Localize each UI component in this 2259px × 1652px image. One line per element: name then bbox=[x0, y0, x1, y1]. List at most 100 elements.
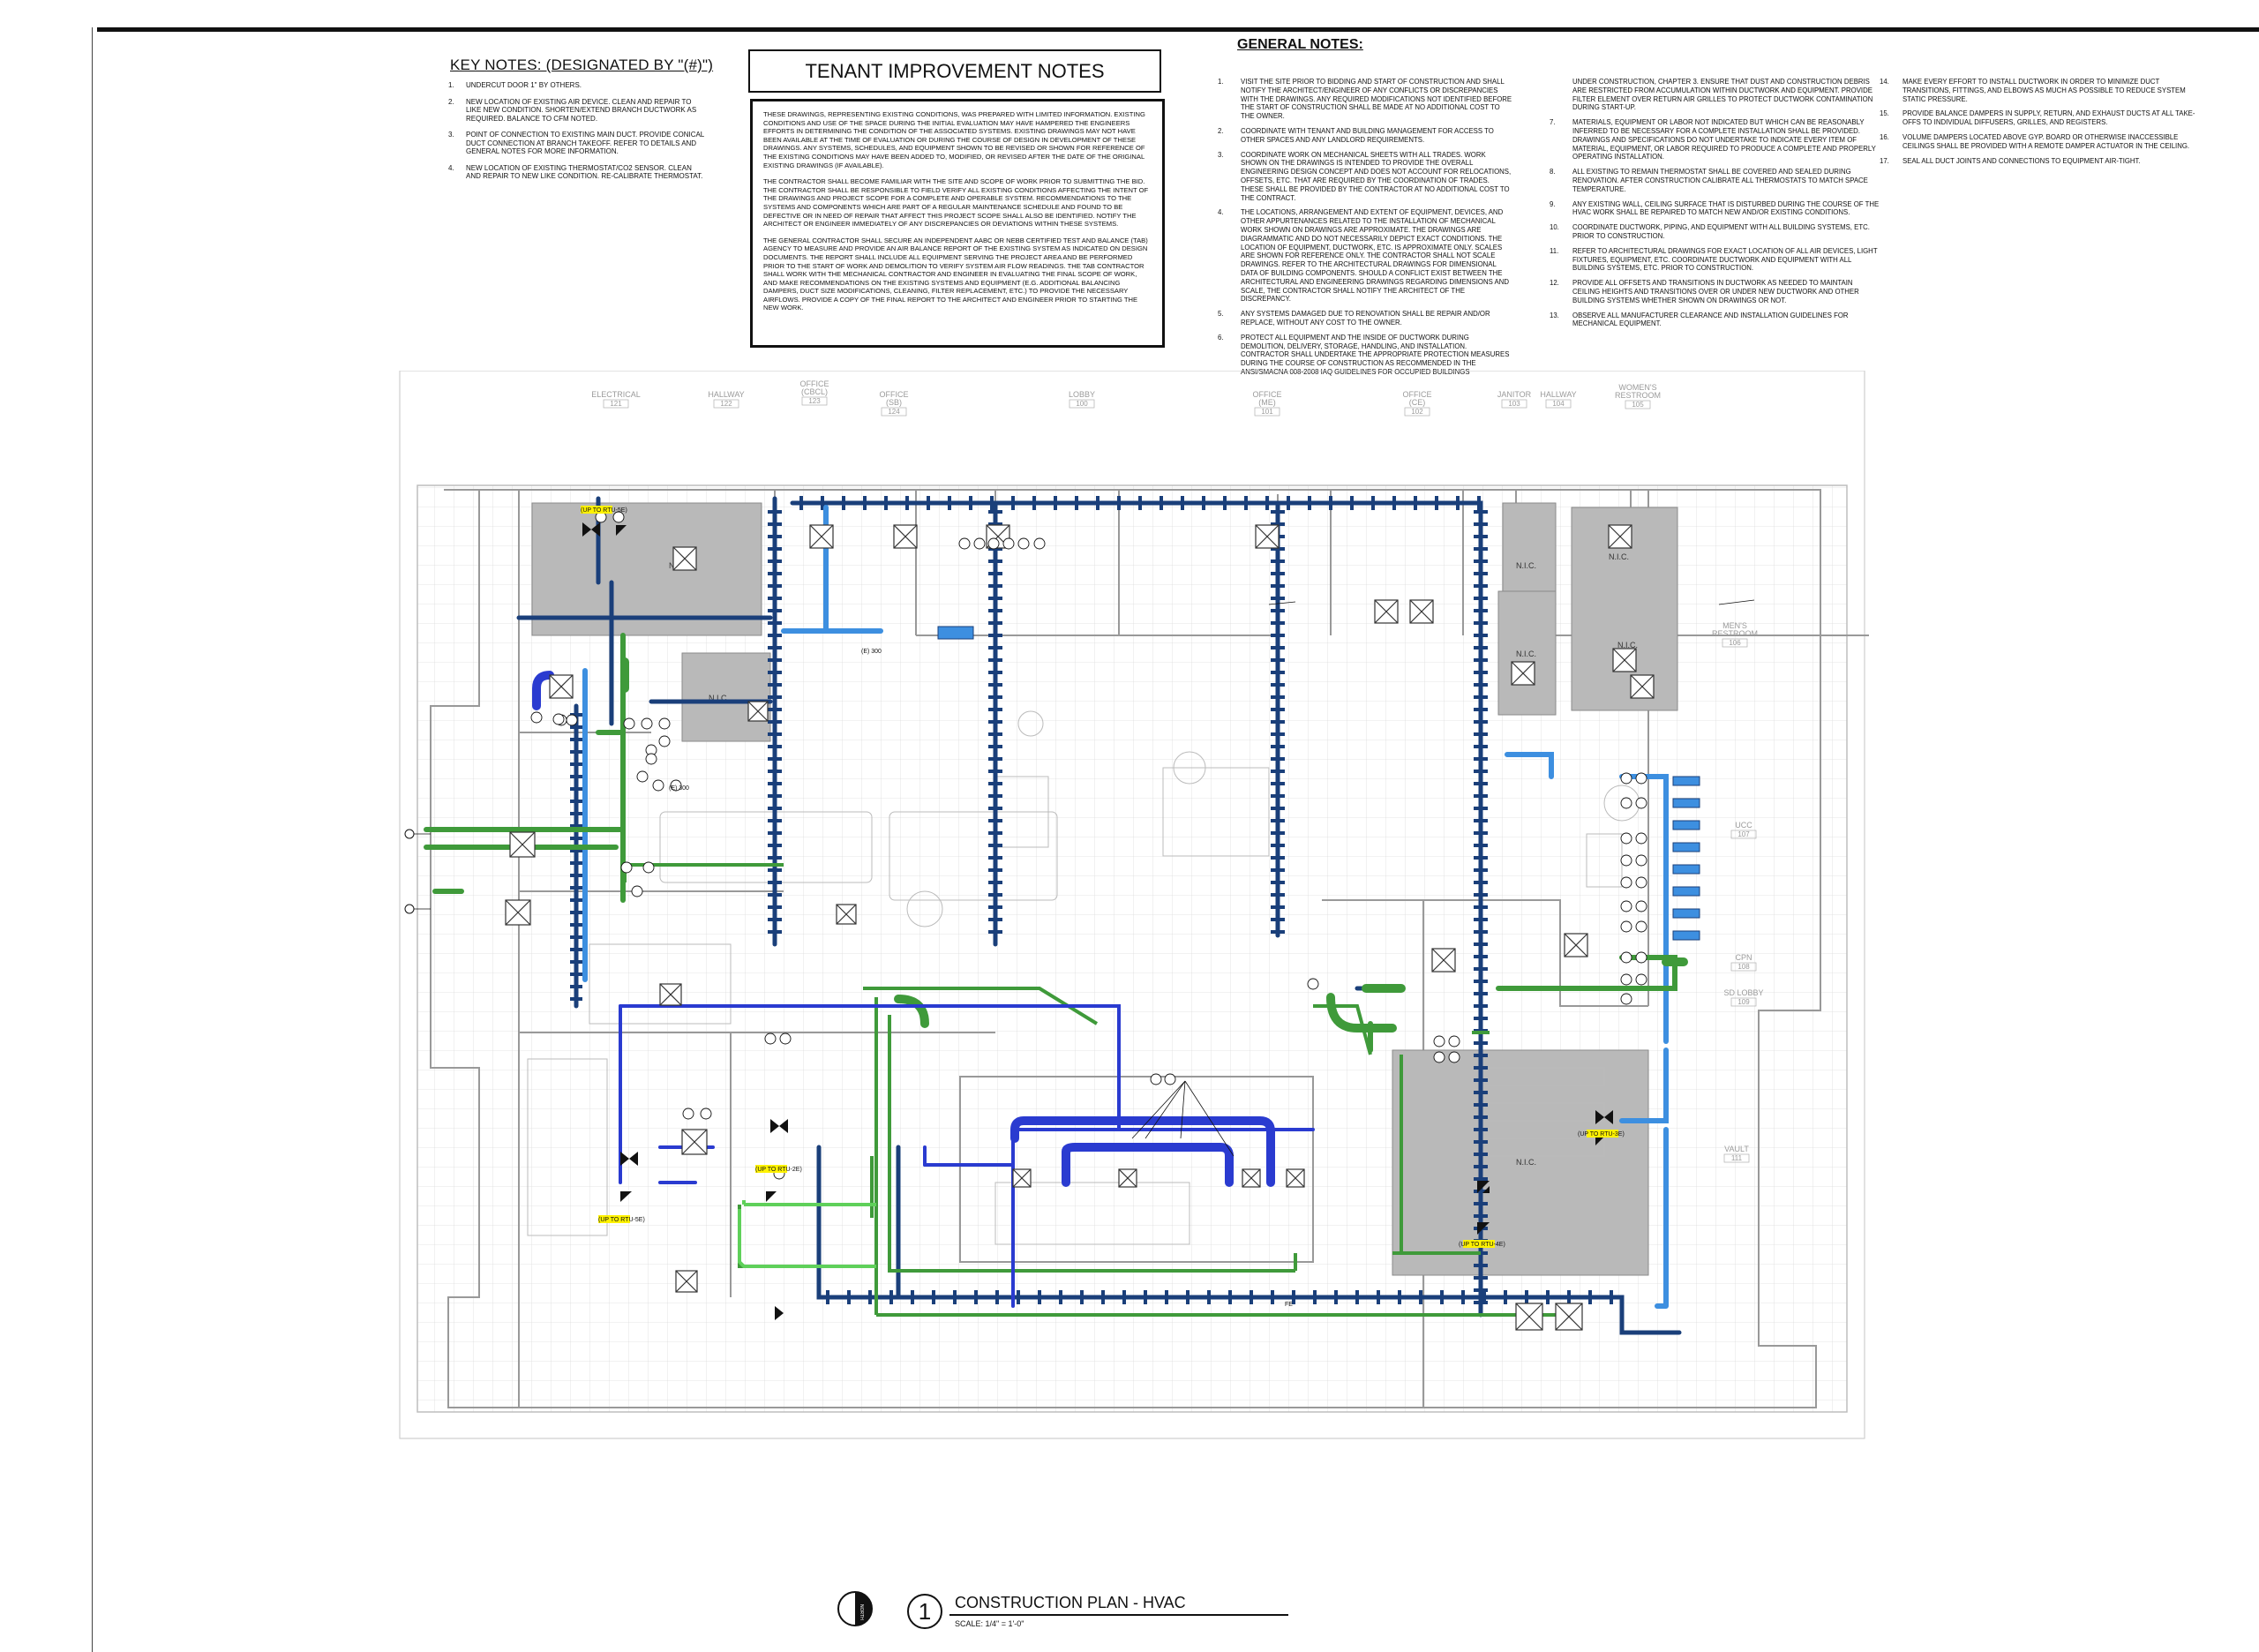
svg-text:100: 100 bbox=[1076, 400, 1088, 408]
key-note-callout-icon bbox=[670, 779, 682, 792]
key-note-callout-icon bbox=[530, 711, 543, 724]
svg-text:VAULT: VAULT bbox=[1724, 1145, 1749, 1153]
key-note-callout-icon bbox=[641, 717, 653, 730]
sheet-border-left bbox=[92, 27, 93, 1652]
key-note-callout-icon bbox=[1635, 920, 1647, 933]
diffuser-icon bbox=[1564, 933, 1588, 957]
diffuser-icon bbox=[1515, 1303, 1543, 1331]
general-note-item: 15.PROVIDE BALANCE DAMPERS IN SUPPLY, RE… bbox=[1880, 109, 2195, 127]
diffuser-icon bbox=[505, 899, 531, 926]
svg-text:N.I.C.: N.I.C. bbox=[1609, 552, 1629, 561]
general-note-item: 2.COORDINATE WITH TENANT AND BUILDING MA… bbox=[1218, 126, 1494, 144]
key-note-callout-icon bbox=[1635, 973, 1647, 986]
diffuser-icon bbox=[1555, 1303, 1583, 1331]
svg-text:CPN: CPN bbox=[1735, 953, 1752, 962]
key-note-callout-icon bbox=[1620, 854, 1632, 867]
key-note-callout-icon bbox=[1620, 832, 1632, 845]
svg-text:106: 106 bbox=[1729, 639, 1741, 647]
supply-grille-array bbox=[937, 626, 1700, 941]
svg-text:(UP TO RTU-2E): (UP TO RTU-2E) bbox=[755, 1167, 802, 1173]
diffuser-icon bbox=[1012, 1168, 1032, 1188]
key-note-item: 3.POINT OF CONNECTION TO EXISTING MAIN D… bbox=[448, 131, 704, 155]
sheet-border-top bbox=[97, 27, 2259, 32]
svg-text:HALLWAY: HALLWAY bbox=[1540, 390, 1576, 399]
svg-text:109: 109 bbox=[1737, 998, 1750, 1006]
svg-text:JANITOR: JANITOR bbox=[1497, 390, 1532, 399]
svg-text:N.I.C.: N.I.C. bbox=[1617, 641, 1638, 650]
svg-text:121: 121 bbox=[610, 400, 622, 408]
svg-text:(E) 300: (E) 300 bbox=[861, 649, 882, 655]
supply-flex-ducts bbox=[532, 671, 1275, 1187]
key-note-callout-icon bbox=[764, 1032, 777, 1045]
svg-text:UCC: UCC bbox=[1735, 821, 1752, 830]
key-note-callout-icon bbox=[1433, 1051, 1445, 1063]
general-note-item: 8.ALL EXISTING TO REMAIN THERMOSTAT SHAL… bbox=[1550, 168, 1868, 193]
svg-text:104: 104 bbox=[1552, 400, 1565, 408]
north-arrow-icon: NORTH bbox=[837, 1591, 873, 1626]
diffuser-icon bbox=[747, 701, 769, 722]
key-note-callout-icon bbox=[958, 537, 971, 550]
svg-text:WOMEN'S: WOMEN'S bbox=[1618, 383, 1656, 392]
key-notes-title: KEY NOTES: (DESIGNATED BY "(#)") bbox=[450, 56, 714, 73]
svg-text:(UP TO RTU-4E): (UP TO RTU-4E) bbox=[1459, 1242, 1505, 1248]
key-note-callout-icon bbox=[658, 717, 671, 730]
title-underline bbox=[949, 1614, 1288, 1616]
key-note-callout-icon bbox=[1448, 1051, 1460, 1063]
diffuser-icon bbox=[1608, 524, 1632, 549]
key-note-callout-icon bbox=[552, 713, 565, 725]
svg-text:(UP TO RTU-5E): (UP TO RTU-5E) bbox=[581, 507, 627, 514]
general-note-item: 1.VISIT THE SITE PRIOR TO BIDDING AND ST… bbox=[1218, 78, 1512, 121]
tenant-note-paragraph: THESE DRAWINGS, REPRESENTING EXISTING CO… bbox=[763, 110, 1145, 169]
key-note-callout-icon bbox=[1620, 797, 1632, 809]
key-note-callout-icon bbox=[636, 770, 649, 783]
svg-text:ELECTRICAL: ELECTRICAL bbox=[591, 390, 641, 399]
svg-text:OFFICE: OFFICE bbox=[1253, 390, 1282, 399]
svg-text:123: 123 bbox=[808, 397, 821, 405]
key-note-callout-icon bbox=[1307, 978, 1319, 990]
drawing-number: 1 bbox=[907, 1594, 942, 1629]
general-notes-col-2: UNDER CONSTRUCTION, CHAPTER 3. ENSURE TH… bbox=[1550, 78, 1880, 334]
key-note-callout-icon bbox=[566, 714, 578, 726]
diffuser-icon bbox=[549, 674, 574, 699]
general-note-item: 12.PROVIDE ALL OFFSETS AND TRANSITIONS I… bbox=[1550, 279, 1859, 304]
diffuser-icon bbox=[1242, 1168, 1261, 1188]
svg-text:(E) 300: (E) 300 bbox=[669, 785, 689, 792]
diffuser-icon bbox=[1630, 674, 1655, 699]
key-note-callout-icon bbox=[1002, 537, 1015, 550]
svg-text:(UP TO RTU-5E): (UP TO RTU-5E) bbox=[598, 1217, 645, 1223]
key-note-callout-icon bbox=[652, 779, 664, 792]
diffuser-icon bbox=[659, 983, 682, 1006]
key-note-callout-icon bbox=[1635, 854, 1647, 867]
general-note-item: UNDER CONSTRUCTION, CHAPTER 3. ENSURE TH… bbox=[1572, 78, 1873, 112]
key-note-item: 1.UNDERCUT DOOR 1" BY OTHERS. bbox=[448, 81, 582, 89]
diffuser-icon bbox=[1431, 948, 1456, 972]
key-note-callout-icon bbox=[1635, 797, 1647, 809]
key-note-callout-icon bbox=[1635, 832, 1647, 845]
key-note-callout-icon bbox=[1033, 537, 1046, 550]
svg-text:(CE): (CE) bbox=[1409, 398, 1426, 407]
diffuser-icon bbox=[509, 831, 536, 858]
key-note-callout-icon bbox=[645, 753, 657, 765]
cfm-tags: (E) 300 (E) 300 FE bbox=[669, 649, 1293, 1308]
dampers bbox=[582, 522, 1613, 1320]
drawing-title: CONSTRUCTION PLAN - HVAC bbox=[955, 1594, 1186, 1611]
svg-text:122: 122 bbox=[720, 400, 732, 408]
diffuser-icon bbox=[681, 1129, 708, 1155]
key-notes-list: 1.UNDERCUT DOOR 1" BY OTHERS.2.NEW LOCAT… bbox=[448, 81, 704, 189]
key-note-callout-icon bbox=[658, 735, 671, 747]
key-note-callout-icon bbox=[1635, 900, 1647, 912]
key-note-callout-icon bbox=[620, 861, 633, 874]
diffuser-icon bbox=[1255, 524, 1280, 549]
supply-duct-light bbox=[582, 505, 1669, 1309]
diffuser-icon bbox=[1118, 1168, 1137, 1188]
room-label: OFFICE(SB)124 bbox=[880, 390, 909, 417]
room-label: OFFICE(ME)101 bbox=[1253, 390, 1282, 417]
tenant-note-paragraph: THE GENERAL CONTRACTOR SHALL SECURE AN I… bbox=[763, 236, 1148, 312]
key-note-callout-icon bbox=[1620, 920, 1632, 933]
